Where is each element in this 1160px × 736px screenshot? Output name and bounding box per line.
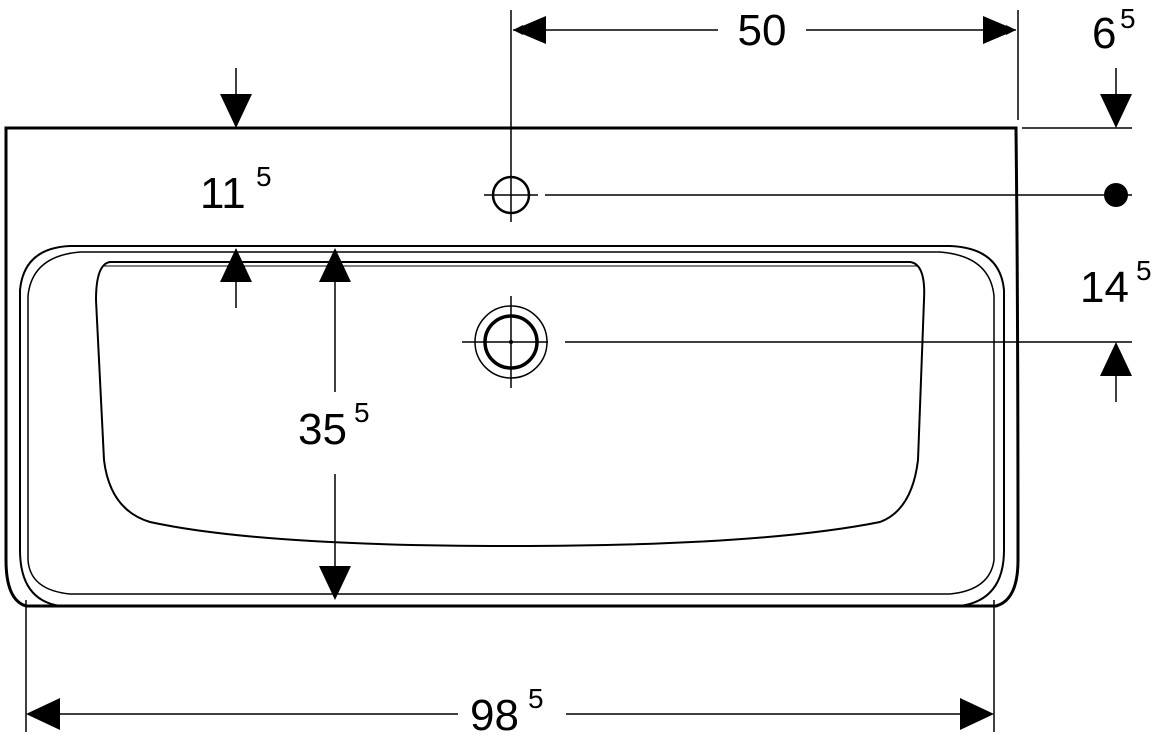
dimension-6-5-sup: 5 xyxy=(1120,3,1136,34)
dimension-14-5-sup: 5 xyxy=(1136,255,1152,286)
basin-outer-outline xyxy=(4,126,1020,608)
dimension-98-5-label: 98 xyxy=(470,691,519,736)
rim-arrow-left xyxy=(220,68,252,128)
basin-rim-outline xyxy=(19,245,1005,607)
bowl-outline xyxy=(94,261,926,548)
overflow-point-symbol xyxy=(545,183,1132,207)
dimension-35-5-sup: 5 xyxy=(354,397,370,428)
tap-hole-symbol xyxy=(484,10,538,222)
dimension-14-5-label: 14 xyxy=(1080,263,1129,312)
dimension-50: 50 xyxy=(513,6,1016,55)
drain-symbol xyxy=(462,296,548,388)
dimension-6-5-label: 6 xyxy=(1092,9,1116,58)
dimension-50-label: 50 xyxy=(738,6,787,55)
dimension-35-5: 35 5 xyxy=(298,248,370,600)
dimension-11-5-sup: 5 xyxy=(256,161,272,192)
dimension-6-5: 6 5 xyxy=(1092,3,1136,128)
basin-rim-inner-line xyxy=(27,251,995,595)
dimension-98-5: 98 5 xyxy=(26,683,994,736)
dimension-11-5-label: 11 xyxy=(200,169,246,218)
dimension-98-5-sup: 5 xyxy=(528,683,544,714)
dimension-35-5-label: 35 xyxy=(298,405,347,454)
dimension-11-5: 11 5 xyxy=(200,161,272,308)
dimension-14-5: 14 5 xyxy=(1080,255,1152,402)
